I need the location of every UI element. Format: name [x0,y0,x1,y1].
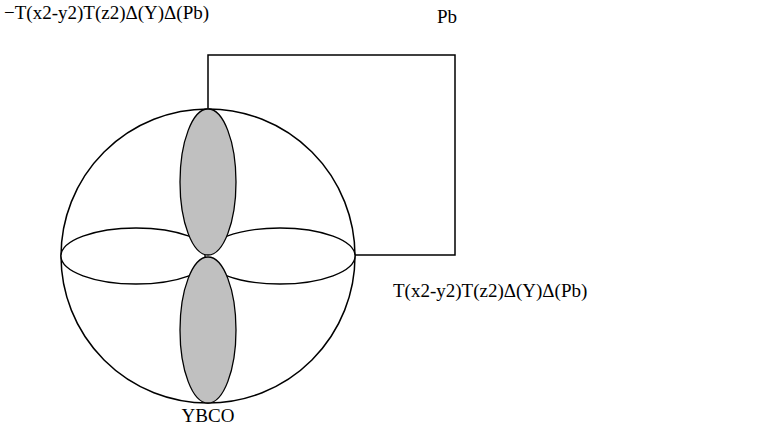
positive-lobe [205,228,355,284]
orbital-drawing [59,107,357,405]
material-label: YBCO [182,405,235,427]
positive-lobe [61,228,211,284]
material-label: Pb [437,6,457,28]
negative-lobe [180,109,236,255]
ybco-circle: YBCO [59,107,355,403]
circle-outline [61,109,355,403]
phase-label: T(x2-y2)T(z2)Δ(Y)Δ(Pb) [393,280,587,302]
negative-lobe [180,257,236,403]
phase-label: −T(x2-y2)T(z2)Δ(Y)Δ(Pb) [4,2,209,24]
